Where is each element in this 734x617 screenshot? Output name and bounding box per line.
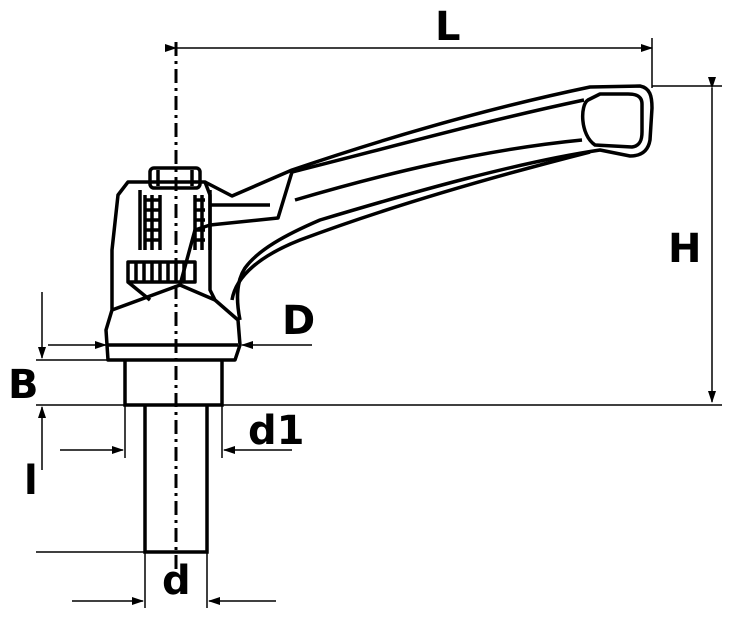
label-d1: d1 [248,408,304,454]
label-l: l [24,458,38,504]
lever-arm [204,84,654,321]
label-d: d [162,558,191,604]
label-L: L [435,4,461,50]
hub-body [104,166,242,362]
label-B: B [8,362,39,408]
threaded-stud [123,360,224,554]
label-H: H [668,226,701,272]
label-D: D [282,298,315,344]
dimension-lines [36,38,722,608]
